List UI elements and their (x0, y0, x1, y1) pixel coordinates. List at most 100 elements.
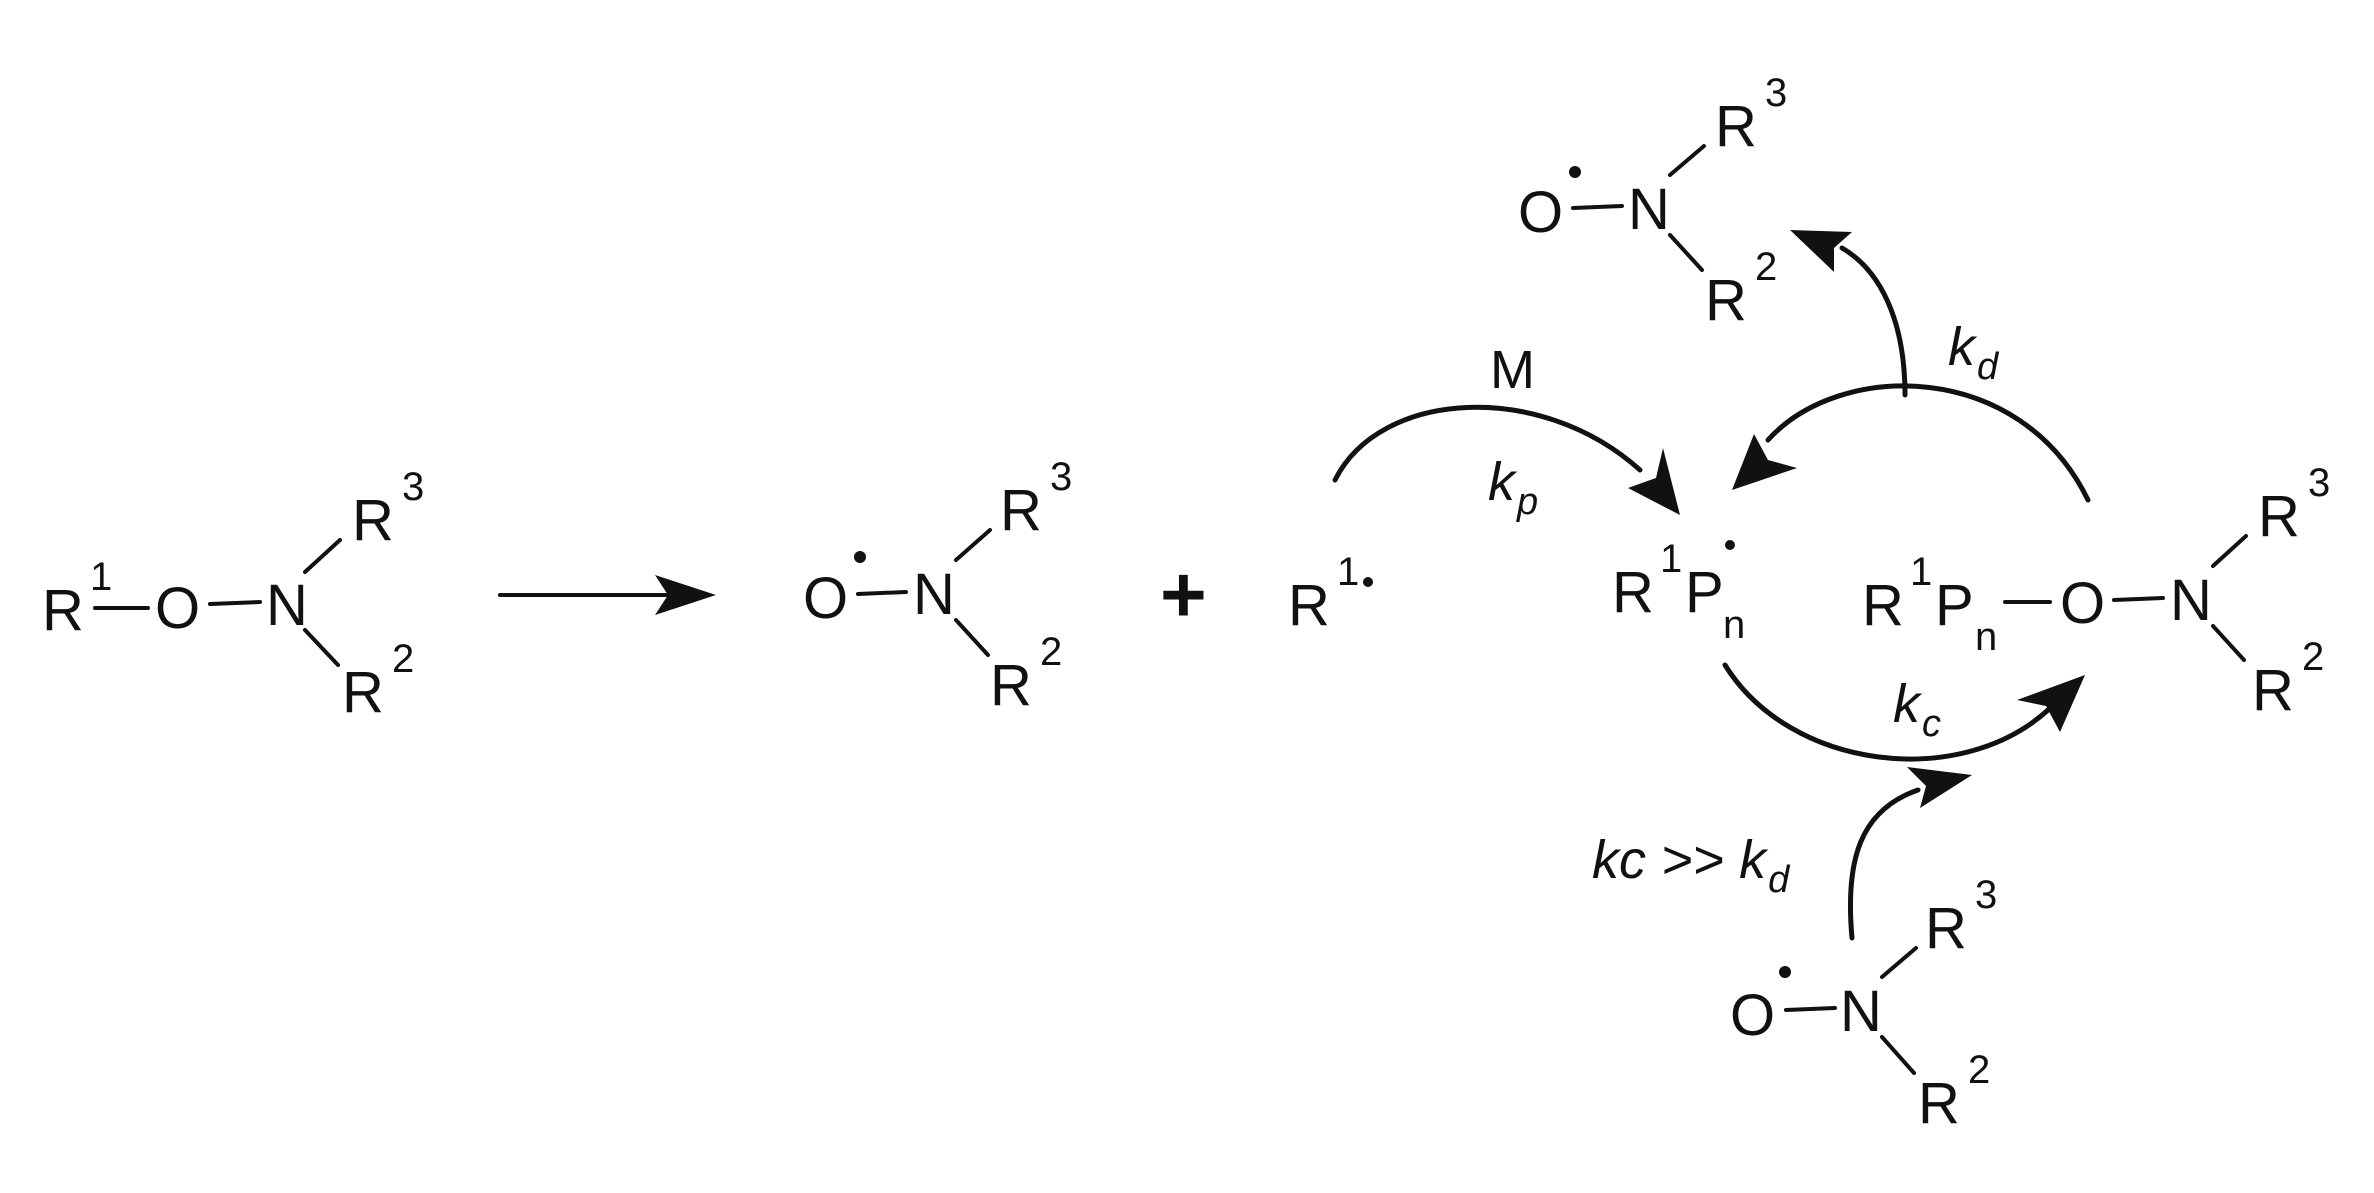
atom-r2: R (2252, 658, 2294, 723)
superscript-3: 3 (402, 465, 424, 509)
atom-n: N (266, 573, 308, 638)
monomer-label: M (1490, 340, 1535, 400)
bond-o-n (1571, 204, 1624, 210)
radical-dot (1363, 577, 1373, 587)
atom-r3: R (352, 488, 394, 553)
atom-r3: R (1715, 94, 1757, 159)
release-curve (1839, 245, 1908, 398)
plus-sign: + (1160, 550, 1207, 639)
rate-k: k (1488, 452, 1518, 512)
atom-r1: R (1862, 573, 1904, 638)
superscript-2: 2 (392, 637, 414, 681)
atom-n: N (1840, 979, 1882, 1044)
superscript-3: 3 (2308, 461, 2330, 505)
bond-n-r2 (303, 628, 340, 667)
bond-n-r2 (954, 618, 990, 657)
rate-subscript-p: p (1516, 481, 1538, 523)
reaction-arrow (498, 575, 716, 615)
rate-kc: kc (1893, 674, 1941, 745)
propagating-radical: R 1 P n (1612, 537, 1745, 647)
capture-arrow-head (1907, 767, 1972, 808)
atom-r1: R (1288, 573, 1330, 638)
superscript-1: 1 (1337, 550, 1359, 594)
atom-r2: R (1918, 1071, 1960, 1136)
radical-dot (1779, 966, 1791, 978)
bond-o-n (208, 600, 262, 606)
superscript-3: 3 (1765, 71, 1787, 115)
subscript-n: n (1723, 603, 1745, 647)
rate-subscript-c: c (1922, 703, 1941, 745)
atom-r2: R (1705, 268, 1747, 333)
propagation-curve (1332, 404, 1643, 483)
dissociation-arrow-head (1732, 434, 1797, 490)
capturing-nitroxide: O N R 3 R 2 (1730, 873, 1997, 1136)
alkoxyamine-reactant: R 1 O N R 3 R 2 (42, 465, 424, 725)
subscript-n: n (1975, 615, 1997, 659)
atom-r1: R (42, 578, 84, 643)
rate-subscript-d: d (1977, 346, 2000, 388)
dissociation-arrows: kd (1732, 230, 2091, 503)
superscript-3: 3 (1050, 455, 1072, 499)
dissociation-curve (1765, 383, 2091, 503)
superscript-1: 1 (1910, 550, 1932, 594)
atom-r3: R (1925, 896, 1967, 961)
atom-p: P (1935, 573, 1974, 638)
release-arrow-head (1790, 230, 1852, 272)
bond-o-n (2112, 596, 2165, 602)
atom-o: O (1730, 983, 1775, 1048)
propagation-arrow-head (1628, 448, 1680, 515)
atom-r2: R (990, 653, 1032, 718)
bond-n-r3 (1880, 946, 1918, 979)
radical-dot (854, 551, 866, 563)
bond-n-r3 (303, 538, 342, 574)
bond-n-r3 (954, 528, 992, 562)
rate-k: k (1948, 317, 1978, 377)
bond-n-r2 (1880, 1035, 1916, 1075)
combination-curve (1722, 662, 2051, 762)
atom-n: N (2170, 568, 2212, 633)
atom-r3: R (2258, 484, 2300, 549)
atom-o: O (155, 576, 200, 641)
nitroxide-product: O N R 3 R 2 (803, 455, 1072, 718)
capture-curve (1847, 787, 1921, 941)
rate-subscript-d: d (1768, 859, 1791, 901)
atom-o: O (803, 566, 848, 631)
atom-p: P (1685, 560, 1724, 625)
rate-kd: kd (1948, 317, 2000, 388)
released-nitroxide: O N R 3 R 2 (1518, 71, 1787, 333)
rate-k: k (1739, 830, 1769, 890)
bond-n-r2 (2211, 624, 2246, 662)
r1-radical: R 1 (1288, 550, 1373, 638)
combination-arrow-head (2017, 675, 2085, 732)
bond-o-n (1784, 1006, 1837, 1012)
combination-arrows: kc kc >> kd (1592, 662, 2085, 941)
atom-r1: R (1612, 560, 1654, 625)
radical-dot (1569, 166, 1581, 178)
superscript-2: 2 (1968, 1048, 1990, 1092)
rate-condition: kc >> kd (1592, 830, 1791, 901)
superscript-1: 1 (1660, 537, 1682, 581)
dormant-alkoxyamine: R 1 P n O N R 3 R 2 (1862, 461, 2330, 723)
condition-prefix: kc >> (1592, 830, 1739, 890)
bond-n-r3 (1668, 144, 1706, 177)
superscript-2: 2 (2302, 635, 2324, 679)
rate-k: k (1893, 674, 1923, 734)
superscript-3: 3 (1975, 873, 1997, 917)
atom-n: N (913, 562, 955, 627)
arrow-head (655, 575, 716, 615)
bond-n-r2 (1668, 233, 1704, 272)
superscript-2: 2 (1040, 630, 1062, 674)
atom-o: O (2060, 571, 2105, 636)
rate-kp: kp (1488, 452, 1538, 523)
bond-o-n (856, 590, 908, 596)
atom-o: O (1518, 180, 1563, 245)
propagation-arrow: M kp (1332, 340, 1680, 523)
atom-n: N (1628, 177, 1670, 242)
superscript-2: 2 (1755, 245, 1777, 289)
atom-r3: R (1000, 478, 1042, 543)
bond-n-r3 (2211, 534, 2248, 568)
radical-dot (1725, 540, 1735, 550)
superscript-1: 1 (90, 555, 112, 599)
